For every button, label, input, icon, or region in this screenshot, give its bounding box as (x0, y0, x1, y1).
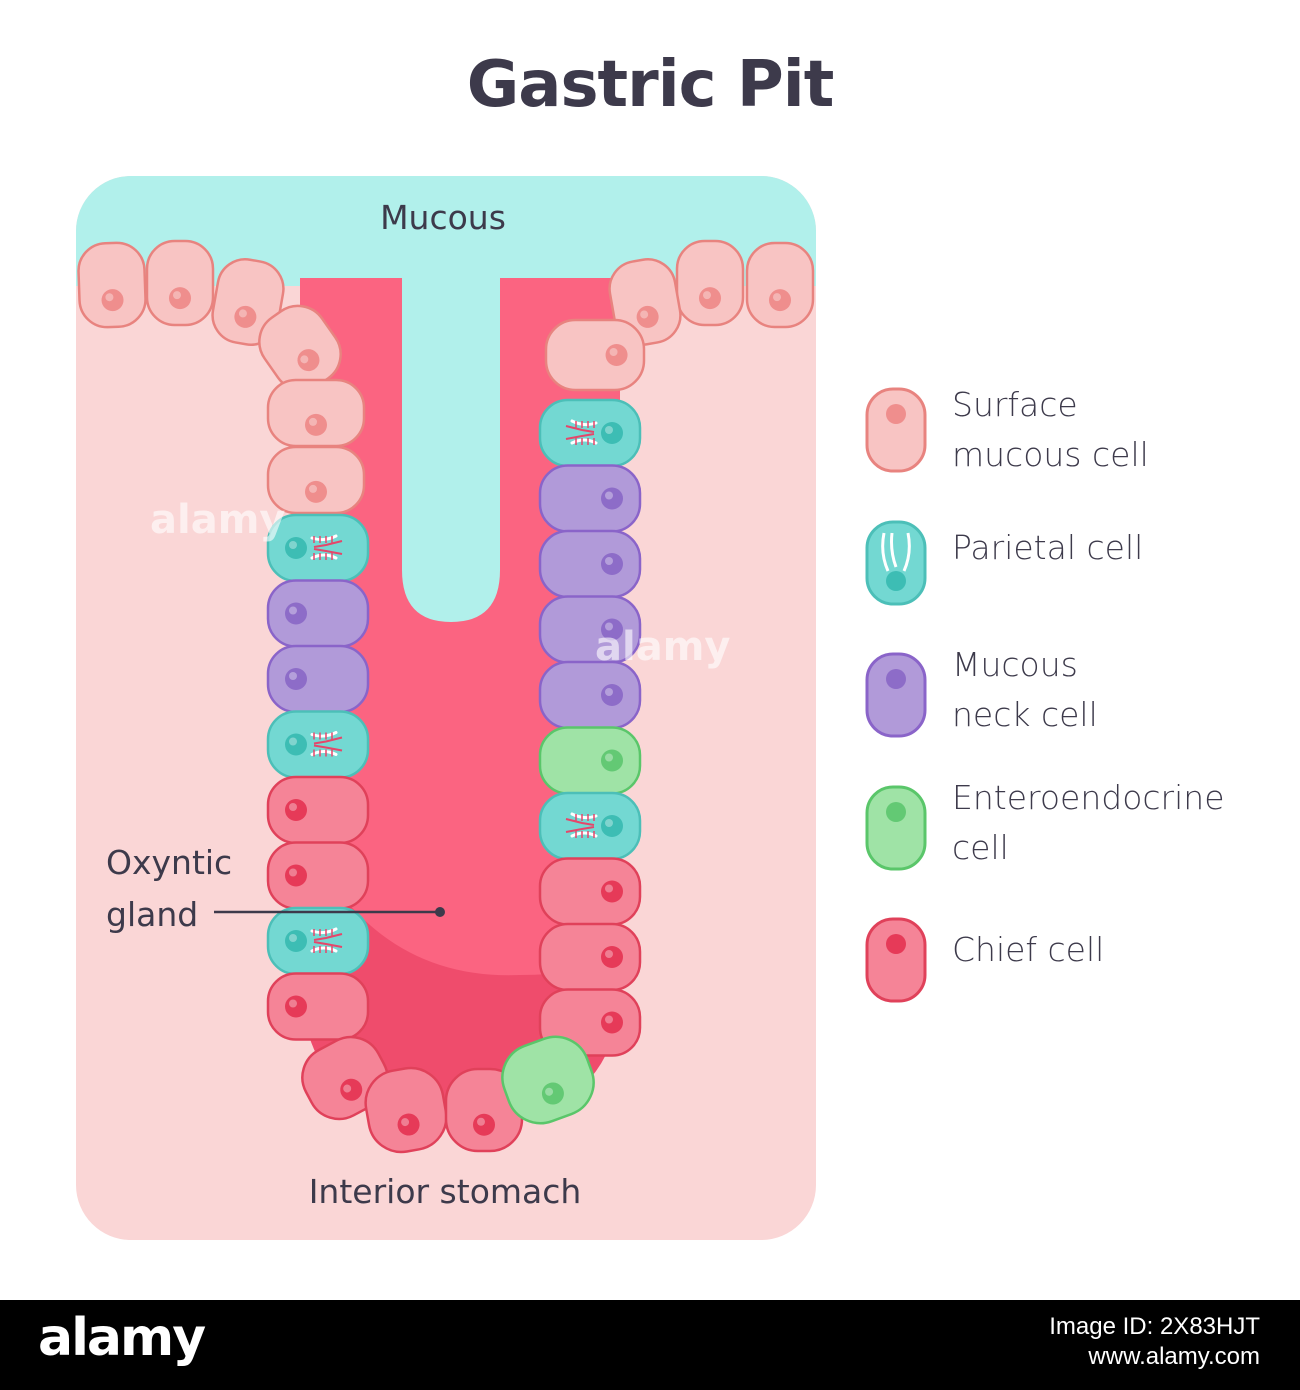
chief-cell-14 (266, 775, 370, 845)
legend-item-mucous-neck-cell: Mucous neck cell (862, 645, 1292, 745)
legend-label-line1: Mucous (952, 645, 1078, 684)
image-id-block: Image ID: 2X83HJT www.alamy.com (1049, 1312, 1260, 1372)
enteroendocrine-cell-icon (865, 785, 927, 871)
surface-mucous-cell-0 (77, 241, 147, 329)
mucous-neck-cell-21 (538, 595, 642, 664)
surface-mucous-cell-9 (544, 318, 646, 392)
lumen-shoulder-left (300, 278, 402, 300)
parietal-cell-10 (266, 513, 370, 583)
mucous-neck-cell-20 (538, 529, 642, 599)
legend-label-line2: neck cell (952, 695, 1098, 734)
lumen-shoulder-right (500, 278, 620, 300)
legend-item-parietal-cell: Parietal cell (862, 513, 1292, 613)
mucous-neck-cell-12 (266, 644, 370, 714)
chief-cell-17 (266, 972, 370, 1041)
legend-label-line1: Enteroendocrine (952, 778, 1225, 817)
chief-cell-15 (266, 841, 370, 910)
surface-mucous-cell-5 (266, 445, 366, 515)
interior-stomach-label: Interior stomach (309, 1172, 582, 1211)
surface-mucous-cell-6 (745, 241, 815, 329)
chief-cell-icon (865, 917, 927, 1003)
chief-cell-29 (364, 1066, 448, 1154)
legend-item-surface-mucous-cell: Surface mucous cell (862, 380, 1292, 480)
parietal-cell-24 (538, 791, 642, 861)
oxyntic-gland-label-line1: Oxyntic (106, 843, 232, 882)
surface-mucous-cell-7 (675, 239, 745, 327)
surface-mucous-cell-4 (266, 378, 366, 448)
mucous-neck-cell-icon (865, 652, 927, 738)
legend-label-line1: Chief cell (952, 930, 1105, 969)
legend-label-line2: mucous cell (952, 435, 1149, 474)
mucus-pit-channel (402, 250, 500, 622)
surface-mucous-cell-1 (145, 239, 215, 327)
site-url: www.alamy.com (1088, 1343, 1260, 1370)
legend-item-chief-cell: Chief cell (862, 910, 1292, 1010)
mucous-neck-cell-11 (266, 579, 370, 648)
parietal-cell-18 (538, 398, 642, 468)
page-title: Gastric Pit (466, 48, 835, 122)
parietal-cell-13 (266, 710, 370, 779)
watermark-2: alamy (595, 624, 730, 670)
watermark-1: alamy (150, 497, 285, 543)
mucous-label: Mucous (380, 198, 506, 237)
enteroendocrine-cell-23 (538, 726, 642, 795)
brand-logo: alamy (38, 1308, 206, 1368)
parietal-cell-icon (865, 520, 927, 606)
parietal-cell-16 (266, 906, 370, 976)
chief-cell-26 (538, 922, 642, 992)
cell-layer (77, 239, 815, 1154)
legend-label-line1: Surface (952, 385, 1078, 424)
legend-label-line1: Parietal cell (952, 528, 1144, 567)
chief-cell-25 (538, 857, 642, 926)
surface-mucous-cell-icon (865, 387, 927, 473)
image-id: Image ID: 2X83HJT (1049, 1313, 1260, 1340)
mucous-neck-cell-22 (538, 660, 642, 730)
footer-bar: alamy Image ID: 2X83HJT www.alamy.com (0, 1300, 1300, 1390)
enteroendocrine-cell-31 (501, 1035, 595, 1125)
oxyntic-gland-label-line2: gland (106, 895, 198, 934)
gastric-pit-diagram: alamy alamy Mucous Interior stomach Oxyn… (76, 176, 816, 1240)
oxyntic-gland-pointer-dot (435, 907, 445, 917)
legend-item-enteroendocrine-cell: Enteroendocrine cell (862, 778, 1292, 878)
mucous-neck-cell-19 (538, 464, 642, 533)
legend-label-line2: cell (952, 828, 1009, 867)
